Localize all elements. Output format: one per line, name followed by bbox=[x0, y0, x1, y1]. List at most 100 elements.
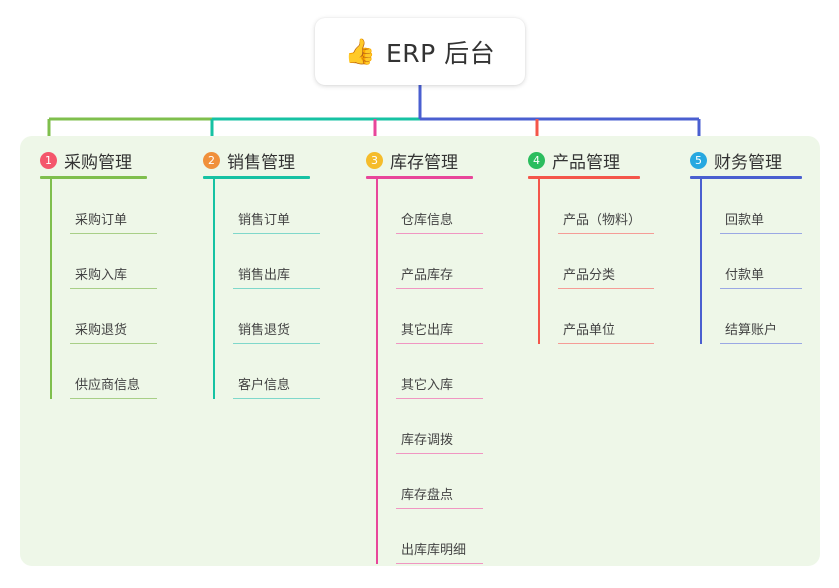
column-rule-3 bbox=[366, 176, 473, 179]
list-item-rule bbox=[720, 232, 802, 234]
column-rule-5 bbox=[690, 176, 802, 179]
column-title-3: 库存管理 bbox=[390, 152, 458, 173]
list-item-label: 客户信息 bbox=[238, 378, 291, 393]
connector-layer bbox=[47, 85, 701, 152]
list-item-rule bbox=[396, 562, 483, 564]
column-spine-3 bbox=[376, 179, 378, 564]
list-item-rule bbox=[70, 287, 157, 289]
list-item-label: 供应商信息 bbox=[75, 378, 141, 393]
list-item[interactable]: 结算账户 bbox=[720, 289, 802, 344]
list-item-rule bbox=[396, 452, 483, 454]
column-rule-1 bbox=[40, 176, 147, 179]
column-2: 2 销售管理销售订单销售出库销售退货客户信息 bbox=[203, 146, 320, 399]
column-1: 1 采购管理采购订单采购入库采购退货供应商信息 bbox=[40, 146, 157, 399]
list-item-rule bbox=[233, 397, 320, 399]
list-item-rule bbox=[396, 397, 483, 399]
thumbs-up-icon: 👍 bbox=[344, 37, 376, 66]
list-item-label: 仓库信息 bbox=[401, 213, 454, 228]
column-badge-4: 4 bbox=[528, 151, 545, 169]
list-item-rule bbox=[233, 287, 320, 289]
list-item-label: 产品（物料） bbox=[563, 213, 642, 228]
list-item-label: 产品库存 bbox=[401, 268, 454, 283]
list-item-label: 销售退货 bbox=[238, 323, 291, 338]
list-item-rule bbox=[233, 342, 320, 344]
list-item-rule bbox=[558, 287, 654, 289]
list-item-label: 产品分类 bbox=[563, 268, 616, 283]
list-item[interactable]: 其它出库 bbox=[396, 289, 483, 344]
column-rule-4 bbox=[528, 176, 640, 179]
column-badge-3: 3 bbox=[366, 151, 383, 169]
column-spine-1 bbox=[50, 179, 52, 399]
list-item-rule bbox=[70, 342, 157, 344]
list-item-rule bbox=[720, 342, 802, 344]
column-title-1: 采购管理 bbox=[64, 152, 132, 173]
list-item-rule bbox=[558, 232, 654, 234]
list-item[interactable]: 采购入库 bbox=[70, 234, 157, 289]
column-spine-2 bbox=[213, 179, 215, 399]
list-item-label: 库存盘点 bbox=[401, 488, 454, 503]
column-spine-5 bbox=[700, 179, 702, 344]
list-item-label: 回款单 bbox=[725, 213, 765, 228]
list-item-rule bbox=[396, 232, 483, 234]
column-children-2: 销售订单销售出库销售退货客户信息 bbox=[213, 179, 320, 399]
column-badge-1: 1 bbox=[40, 151, 57, 169]
column-header-5[interactable]: 5 财务管理 bbox=[690, 146, 802, 174]
column-4: 4 产品管理产品（物料） 产品分类产品单位 bbox=[528, 146, 654, 344]
root-node[interactable]: 👍 ERP 后台 bbox=[315, 18, 525, 85]
list-item-label: 采购入库 bbox=[75, 268, 128, 283]
column-header-3[interactable]: 3 库存管理 bbox=[366, 146, 473, 174]
list-item[interactable]: 产品分类 bbox=[558, 234, 654, 289]
column-spine-4 bbox=[538, 179, 540, 344]
column-badge-5: 5 bbox=[690, 151, 707, 169]
column-children-3: 仓库信息产品库存其它出库其它入库库存调拨库存盘点出库库明细 bbox=[376, 179, 483, 564]
list-item-label: 结算账户 bbox=[725, 323, 778, 338]
column-children-4: 产品（物料） 产品分类产品单位 bbox=[538, 179, 654, 344]
list-item-label: 出库库明细 bbox=[401, 543, 467, 558]
list-item-label: 销售订单 bbox=[238, 213, 291, 228]
column-badge-2: 2 bbox=[203, 151, 220, 169]
list-item-rule bbox=[233, 232, 320, 234]
column-children-1: 采购订单采购入库采购退货供应商信息 bbox=[50, 179, 157, 399]
list-item-label: 采购订单 bbox=[75, 213, 128, 228]
list-item[interactable]: 付款单 bbox=[720, 234, 802, 289]
column-header-1[interactable]: 1 采购管理 bbox=[40, 146, 147, 174]
list-item[interactable]: 仓库信息 bbox=[396, 179, 483, 234]
list-item[interactable]: 出库库明细 bbox=[396, 509, 483, 564]
list-item-rule bbox=[396, 342, 483, 344]
list-item[interactable]: 销售退货 bbox=[233, 289, 320, 344]
column-title-2: 销售管理 bbox=[227, 152, 295, 173]
list-item-rule bbox=[396, 287, 483, 289]
list-item-rule bbox=[396, 507, 483, 509]
column-header-4[interactable]: 4 产品管理 bbox=[528, 146, 640, 174]
list-item[interactable]: 客户信息 bbox=[233, 344, 320, 399]
list-item-label: 销售出库 bbox=[238, 268, 291, 283]
list-item[interactable]: 回款单 bbox=[720, 179, 802, 234]
list-item[interactable]: 库存调拨 bbox=[396, 399, 483, 454]
column-title-4: 产品管理 bbox=[552, 152, 620, 173]
list-item-rule bbox=[720, 287, 802, 289]
column-header-2[interactable]: 2 销售管理 bbox=[203, 146, 310, 174]
list-item[interactable]: 采购退货 bbox=[70, 289, 157, 344]
list-item[interactable]: 库存盘点 bbox=[396, 454, 483, 509]
list-item[interactable]: 销售出库 bbox=[233, 234, 320, 289]
column-children-5: 回款单付款单结算账户 bbox=[700, 179, 802, 344]
list-item[interactable]: 其它入库 bbox=[396, 344, 483, 399]
list-item-rule bbox=[70, 232, 157, 234]
list-item[interactable]: 销售订单 bbox=[233, 179, 320, 234]
list-item-rule bbox=[558, 342, 654, 344]
list-item-label: 其它入库 bbox=[401, 378, 454, 393]
list-item[interactable]: 采购订单 bbox=[70, 179, 157, 234]
list-item[interactable]: 供应商信息 bbox=[70, 344, 157, 399]
list-item[interactable]: 产品库存 bbox=[396, 234, 483, 289]
list-item-label: 付款单 bbox=[725, 268, 765, 283]
column-title-5: 财务管理 bbox=[714, 152, 782, 173]
mindmap-panel bbox=[20, 136, 820, 566]
list-item[interactable]: 产品（物料） bbox=[558, 179, 654, 234]
list-item-label: 其它出库 bbox=[401, 323, 454, 338]
list-item-label: 采购退货 bbox=[75, 323, 128, 338]
list-item-label: 产品单位 bbox=[563, 323, 616, 338]
column-5: 5 财务管理回款单付款单结算账户 bbox=[690, 146, 802, 344]
column-rule-2 bbox=[203, 176, 310, 179]
list-item[interactable]: 产品单位 bbox=[558, 289, 654, 344]
root-title: ERP 后台 bbox=[385, 38, 496, 68]
